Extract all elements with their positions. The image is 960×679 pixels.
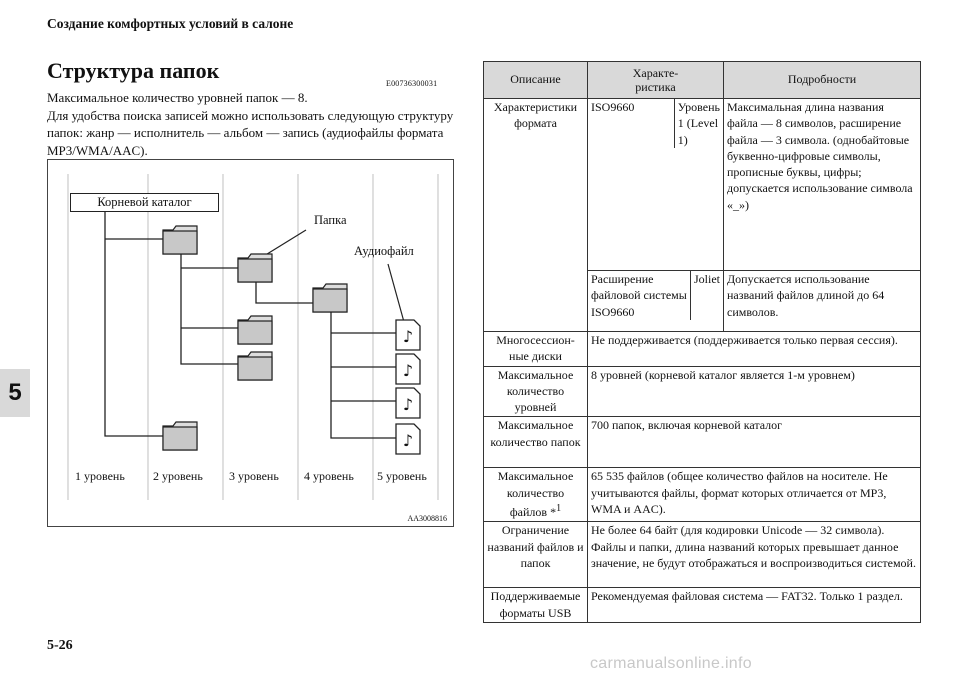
- column-header: Описание: [483, 61, 588, 99]
- column-header: Характе- ристика: [587, 61, 724, 99]
- row-detail: Допускается использование названий файло…: [723, 270, 921, 332]
- svg-text:♪: ♪: [403, 361, 413, 380]
- row-detail: Рекомендуемая файловая система — FAT32. …: [587, 587, 921, 623]
- svg-text:♪: ♪: [403, 395, 413, 414]
- folder-icon: [237, 351, 273, 381]
- level-guides: [67, 174, 439, 500]
- folder-icon: [162, 225, 198, 255]
- connector: [330, 312, 396, 439]
- audio-file-icons: ♪ ♪ ♪ ♪: [395, 319, 421, 455]
- diagram-graphics: ♪ ♪ ♪ ♪: [67, 174, 439, 500]
- page-number: 5-26: [47, 638, 73, 653]
- root-directory-label: Корневой каталог: [70, 193, 219, 212]
- row-characteristic: ISO9660 Уровень 1 (Level 1): [587, 98, 724, 271]
- row-description: Максимальное количество уровней: [483, 365, 588, 418]
- column-header: Подробности: [723, 61, 921, 99]
- folder-icons: [162, 225, 348, 451]
- table-row: Характеристики формата ISO9660 Уровень 1…: [483, 98, 921, 332]
- row-characteristic: Расширение файловой системы ISO9660 Joli…: [587, 270, 724, 332]
- folder-icon: [237, 253, 273, 283]
- tree-connectors: [104, 212, 396, 439]
- row-description: Максимальное количество файлов *1: [483, 467, 588, 523]
- level-label: 4 уровень: [304, 469, 354, 483]
- audio-file-icon: ♪: [395, 319, 421, 351]
- section-code: E00736300031: [386, 79, 438, 88]
- row-description: Ограничение названий файлов и папок: [483, 521, 588, 589]
- row-detail: 8 уровней (корневой каталог является 1-м…: [587, 365, 921, 418]
- level-label: 5 уровень: [377, 469, 427, 483]
- row-description: Максимальное количество папок: [483, 416, 588, 469]
- row-detail: Не более 64 байт (для кодировки Unicode …: [587, 521, 921, 589]
- row-detail: 65 535 файлов (общее количество файлов н…: [587, 467, 921, 523]
- level-label: 3 уровень: [229, 469, 279, 483]
- row-description: Многосессион-ные диски: [483, 331, 588, 367]
- folder-icon: [162, 421, 198, 451]
- table-header-row: Описание Характе- ристика Подробности: [483, 61, 921, 99]
- connector: [255, 278, 313, 304]
- svg-text:♪: ♪: [403, 327, 413, 346]
- table-row: Многосессион-ные диски Не поддерживается…: [483, 331, 921, 367]
- row-description: Поддерживаемые форматы USB: [483, 587, 588, 623]
- connector: [180, 250, 238, 365]
- connector: [104, 212, 163, 437]
- characteristic-level: Joliet: [694, 272, 720, 286]
- table-row: Максимальное количество папок 700 папок,…: [483, 416, 921, 469]
- row-description: Характеристики формата: [483, 98, 588, 332]
- audio-file-label: Аудиофайл: [354, 244, 414, 258]
- footnote-marker: 1: [556, 503, 562, 515]
- specifications-table: Описание Характе- ристика Подробности Ха…: [483, 61, 921, 623]
- watermark: carmanualsonline.info: [590, 655, 752, 672]
- row-detail: Максимальная длина названия файла — 8 си…: [723, 98, 921, 271]
- folder-structure-diagram: ♪ ♪ ♪ ♪ Корневой каталог Папка Аудиофайл…: [47, 159, 454, 527]
- folder-label: Папка: [314, 213, 347, 227]
- table-row: Максимальное количество файлов *1 65 535…: [483, 467, 921, 523]
- audio-leader: [387, 263, 405, 323]
- folder-icon: [312, 283, 348, 313]
- audio-file-icon: ♪: [395, 423, 421, 455]
- section-title: Структура папок: [47, 58, 220, 83]
- svg-text:♪: ♪: [403, 431, 413, 450]
- table-row: Максимальное количество уровней 8 уровне…: [483, 365, 921, 418]
- characteristic-value: Расширение файловой системы ISO9660: [588, 271, 691, 320]
- audio-file-icon: ♪: [395, 353, 421, 385]
- intro-paragraph: Максимальное количество уровней папок — …: [47, 90, 454, 158]
- audio-file-icon: ♪: [395, 387, 421, 419]
- folder-icon: [237, 315, 273, 345]
- table-row: Ограничение названий файлов и папок Не б…: [483, 521, 921, 589]
- diagram-code: AA3008816: [407, 514, 447, 523]
- table-row: Поддерживаемые форматы USB Рекомендуемая…: [483, 587, 921, 623]
- chapter-tab: 5: [0, 369, 30, 417]
- description-text: Максимальное количество файлов *: [497, 469, 574, 520]
- level-label: 1 уровень: [75, 469, 125, 483]
- level-label: 2 уровень: [153, 469, 203, 483]
- table-row: Расширение файловой системы ISO9660 Joli…: [484, 270, 921, 332]
- characteristic-level: Уровень 1 (Level 1): [677, 100, 720, 147]
- row-detail: Не поддерживается (поддерживается только…: [587, 331, 921, 367]
- row-detail: 700 папок, включая корневой каталог: [587, 416, 921, 469]
- characteristic-value: ISO9660: [588, 99, 675, 148]
- running-header: Создание комфортных условий в салоне: [47, 16, 294, 31]
